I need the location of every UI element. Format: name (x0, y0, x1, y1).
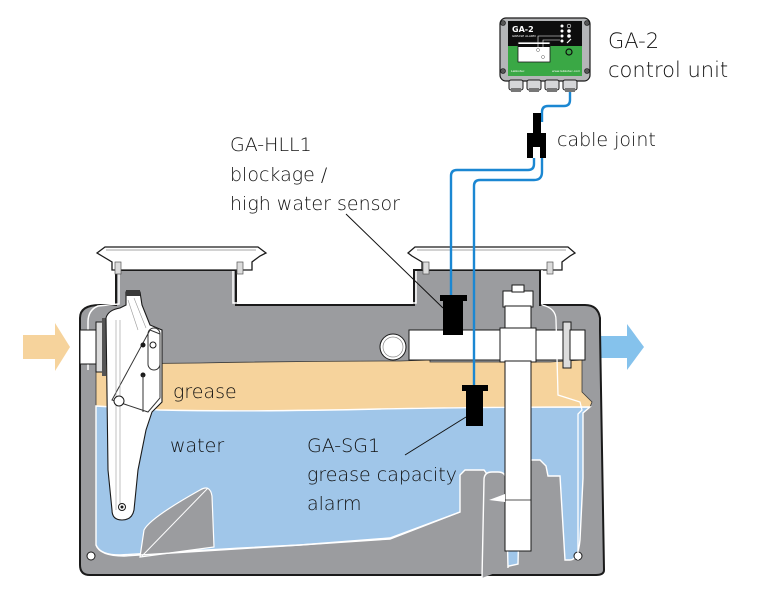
wrench-icon (566, 38, 572, 44)
control-unit-label-model: GA-2 (608, 29, 659, 53)
mounting-hole-icon (86, 551, 96, 561)
sg1-label-line3: alarm (307, 493, 362, 515)
hll1-label-model: GA-HLL1 (230, 134, 312, 156)
cable-joint-label: cable joint (557, 129, 656, 151)
water-layer-label: water (170, 435, 224, 457)
inlet-flow-device (105, 290, 163, 521)
left-access-lid (95, 246, 268, 275)
outlet-pipe (379, 321, 586, 369)
control-unit-brand: Labkotec (511, 69, 525, 73)
sg1-leader-line (404, 416, 467, 456)
ga-hll1-sensor (440, 295, 467, 335)
control-unit-subtitle: GREASE ALARM (512, 34, 536, 38)
hll1-leader-line (345, 213, 444, 309)
ga-sg1-sensor (462, 385, 488, 426)
inlet-pipe-connector (79, 318, 106, 376)
grease-trap-tank (79, 246, 606, 579)
status-led-icon (560, 23, 572, 43)
ga2-control-unit: GA-2 GREASE ALARM Labkotec www.labkotec.… (499, 17, 591, 92)
inlet-baffle (139, 487, 215, 558)
hll1-label-line2: blockage / (230, 164, 328, 186)
cable-joint (527, 113, 546, 158)
sg1-label-line2: grease capacity (307, 464, 457, 486)
control-unit-label-text: control unit (608, 58, 728, 82)
case-screw-icon (500, 20, 590, 74)
right-access-lid (406, 246, 577, 275)
cable-main (540, 92, 572, 122)
outlet-t-pipe (489, 284, 537, 552)
reset-button-icon (565, 48, 573, 56)
sg1-label-model: GA-SG1 (307, 435, 380, 457)
cable-glands (508, 79, 578, 92)
control-unit-url: www.labkotec.com (552, 69, 580, 73)
control-unit-model: GA-2 (512, 25, 534, 34)
cable-sg1 (472, 158, 544, 385)
grease-layer-label: grease (173, 381, 237, 403)
hll1-label-line3: high water sensor (230, 193, 400, 215)
sensor-cables (449, 92, 572, 385)
outlet-arrow-icon (597, 324, 644, 370)
cable-hll1 (449, 158, 536, 296)
inlet-arrow-icon (23, 323, 70, 371)
